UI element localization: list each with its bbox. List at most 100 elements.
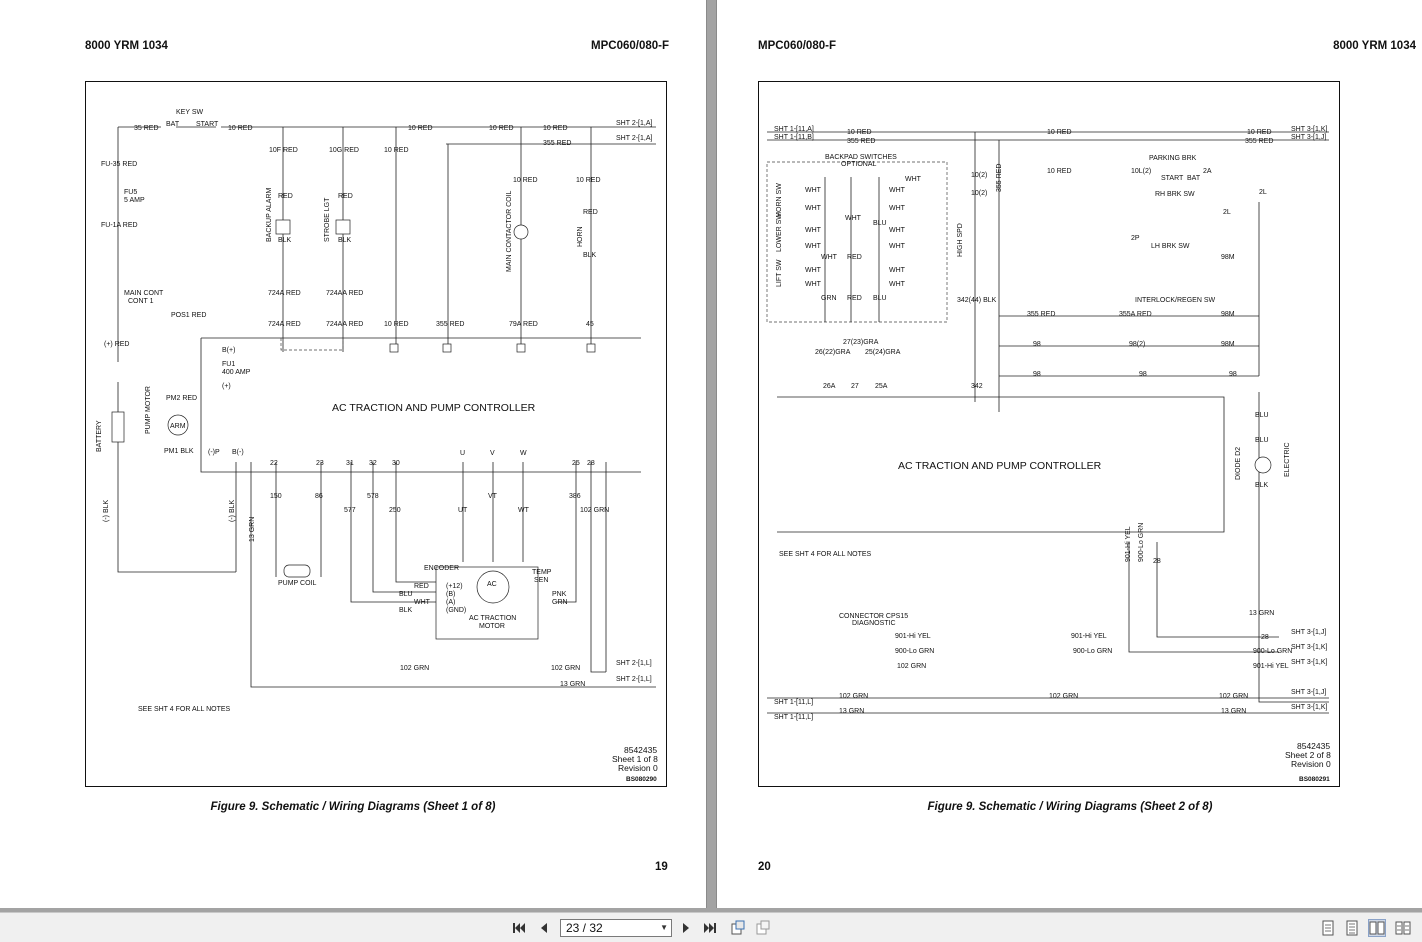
svg-text:98: 98 (1229, 371, 1237, 378)
svg-text:MAIN CONT: MAIN CONT (124, 290, 164, 297)
svg-text:RED: RED (338, 193, 353, 200)
svg-text:98: 98 (1033, 371, 1041, 378)
svg-text:102 GRN: 102 GRN (897, 663, 926, 670)
svg-text:SHT 2-[1,L]: SHT 2-[1,L] (616, 676, 652, 683)
svg-text:901-Hi YEL: 901-Hi YEL (895, 633, 931, 640)
svg-text:(-)P: (-)P (208, 449, 220, 456)
svg-text:578: 578 (367, 493, 379, 500)
svg-text:FU-1A RED: FU-1A RED (101, 222, 138, 229)
svg-text:SHT 2-[1,L]: SHT 2-[1,L] (616, 660, 652, 667)
svg-text:724AA RED: 724AA RED (326, 290, 363, 297)
continuous-icon[interactable] (1343, 919, 1361, 937)
svg-text:355 RED: 355 RED (996, 164, 1003, 192)
svg-text:23: 23 (316, 460, 324, 467)
svg-text:2P: 2P (1131, 235, 1140, 242)
svg-text:WHT: WHT (414, 599, 431, 606)
svg-text:WHT: WHT (805, 187, 822, 194)
svg-text:400 AMP: 400 AMP (222, 369, 251, 376)
drawing-code: BS080290 (626, 776, 657, 783)
svg-text:LIFT SW: LIFT SW (776, 259, 783, 287)
svg-text:PM1 BLK: PM1 BLK (164, 448, 194, 455)
svg-text:355 RED: 355 RED (847, 138, 875, 145)
svg-text:RED: RED (414, 583, 429, 590)
svg-text:KEY SW: KEY SW (176, 109, 203, 116)
svg-text:PM2 RED: PM2 RED (166, 395, 197, 402)
svg-text:(GND): (GND) (446, 607, 466, 614)
svg-text:WHT: WHT (889, 205, 906, 212)
svg-text:FU1: FU1 (222, 361, 235, 368)
svg-text:98(2): 98(2) (1129, 341, 1145, 348)
svg-text:13 GRN: 13 GRN (560, 681, 585, 688)
svg-text:SHT 3-[1,K]: SHT 3-[1,K] (1291, 644, 1327, 651)
svg-text:577: 577 (344, 507, 356, 514)
facing-icon[interactable] (1368, 919, 1386, 937)
page-indicator: 23 / 32 (566, 921, 603, 935)
facing-continuous-icon[interactable] (1394, 919, 1412, 937)
viewer-toolbar: 23 / 32 ▼ (0, 912, 1422, 942)
svg-text:2A: 2A (1203, 168, 1212, 175)
svg-text:MOTOR: MOTOR (479, 623, 505, 630)
svg-text:SHT 3-[1,K]: SHT 3-[1,K] (1291, 659, 1327, 666)
svg-text:10 RED: 10 RED (576, 177, 601, 184)
first-page-icon[interactable] (510, 919, 528, 937)
svg-text:102 GRN: 102 GRN (400, 665, 429, 672)
svg-text:ENCODER: ENCODER (424, 565, 459, 572)
svg-text:WHT: WHT (889, 267, 906, 274)
svg-text:BLK: BLK (583, 252, 597, 259)
svg-text:PARKING BRK: PARKING BRK (1149, 155, 1197, 162)
svg-text:STROBE LGT: STROBE LGT (324, 197, 331, 242)
sheet-notes: SEE SHT 4 FOR ALL NOTES (138, 706, 231, 713)
svg-text:WHT: WHT (805, 267, 822, 274)
svg-text:10G RED: 10G RED (329, 147, 359, 154)
svg-text:AC: AC (487, 581, 497, 588)
svg-text:HORN SW: HORN SW (776, 183, 783, 217)
svg-text:900-Lo GRN: 900-Lo GRN (1138, 523, 1145, 562)
chevron-down-icon[interactable]: ▼ (660, 923, 668, 932)
svg-text:724AA RED: 724AA RED (326, 321, 363, 328)
next-page-icon[interactable] (677, 919, 695, 937)
fit-icon[interactable] (754, 919, 772, 937)
svg-text:(+): (+) (222, 383, 231, 390)
svg-text:B(-): B(-) (232, 449, 244, 456)
wiring-diagram-sheet-2: SHT 1-[11,A] SHT 1-[11,B] 10 RED 355 RED… (766, 126, 1331, 783)
svg-text:10 RED: 10 RED (513, 177, 538, 184)
svg-text:10 RED: 10 RED (408, 125, 433, 132)
svg-text:10 RED: 10 RED (1247, 129, 1272, 136)
svg-text:BLU: BLU (1255, 412, 1269, 419)
svg-text:355 RED: 355 RED (543, 140, 571, 147)
svg-text:FU5: FU5 (124, 189, 137, 196)
schematic-sheet-1: 35 RED KEY SW BAT START 10 RED 10 RED 10… (85, 81, 667, 787)
svg-text:26(22)GRA: 26(22)GRA (815, 349, 851, 356)
svg-text:2L: 2L (1259, 189, 1267, 196)
svg-text:GRN: GRN (552, 599, 568, 606)
svg-text:25A: 25A (875, 383, 888, 390)
svg-text:45: 45 (586, 321, 594, 328)
svg-text:SHT 1-[11,A]: SHT 1-[11,A] (774, 126, 814, 133)
svg-text:HIGH SPD: HIGH SPD (957, 223, 964, 257)
svg-text:LH BRK SW: LH BRK SW (1151, 243, 1190, 250)
svg-text:386: 386 (569, 493, 581, 500)
svg-text:25(24)GRA: 25(24)GRA (865, 349, 901, 356)
single-page-icon[interactable] (1319, 919, 1337, 937)
svg-text:(-) BLK: (-) BLK (229, 500, 236, 523)
svg-text:102 GRN: 102 GRN (551, 665, 580, 672)
svg-text:VT: VT (488, 493, 498, 500)
last-page-icon[interactable] (701, 919, 719, 937)
svg-text:BAT: BAT (166, 121, 180, 128)
drawing-number: 8542435 (624, 745, 657, 755)
svg-text:901-Hi YEL: 901-Hi YEL (1253, 663, 1289, 670)
document-viewer[interactable]: 8000 YRM 1034 MPC060/080-F 35 RED KEY SW… (0, 0, 1422, 912)
svg-text:BLK: BLK (1255, 482, 1269, 489)
svg-text:355 RED: 355 RED (436, 321, 464, 328)
svg-text:27(23)GRA: 27(23)GRA (843, 339, 879, 346)
svg-text:HORN: HORN (577, 226, 584, 247)
svg-text:START: START (1161, 175, 1184, 182)
svg-text:102 GRN: 102 GRN (839, 693, 868, 700)
page-indicator-input[interactable]: 23 / 32 ▼ (560, 919, 672, 937)
wiring-diagram-sheet-1: 35 RED KEY SW BAT START 10 RED 10 RED 10… (96, 109, 658, 783)
rotate-icon[interactable] (729, 919, 747, 937)
svg-text:SHT 2-[1,A]: SHT 2-[1,A] (616, 120, 652, 127)
svg-text:OPTIONAL: OPTIONAL (841, 161, 877, 168)
svg-text:SHT 3-[1,J]: SHT 3-[1,J] (1291, 629, 1326, 636)
prev-page-icon[interactable] (535, 919, 553, 937)
